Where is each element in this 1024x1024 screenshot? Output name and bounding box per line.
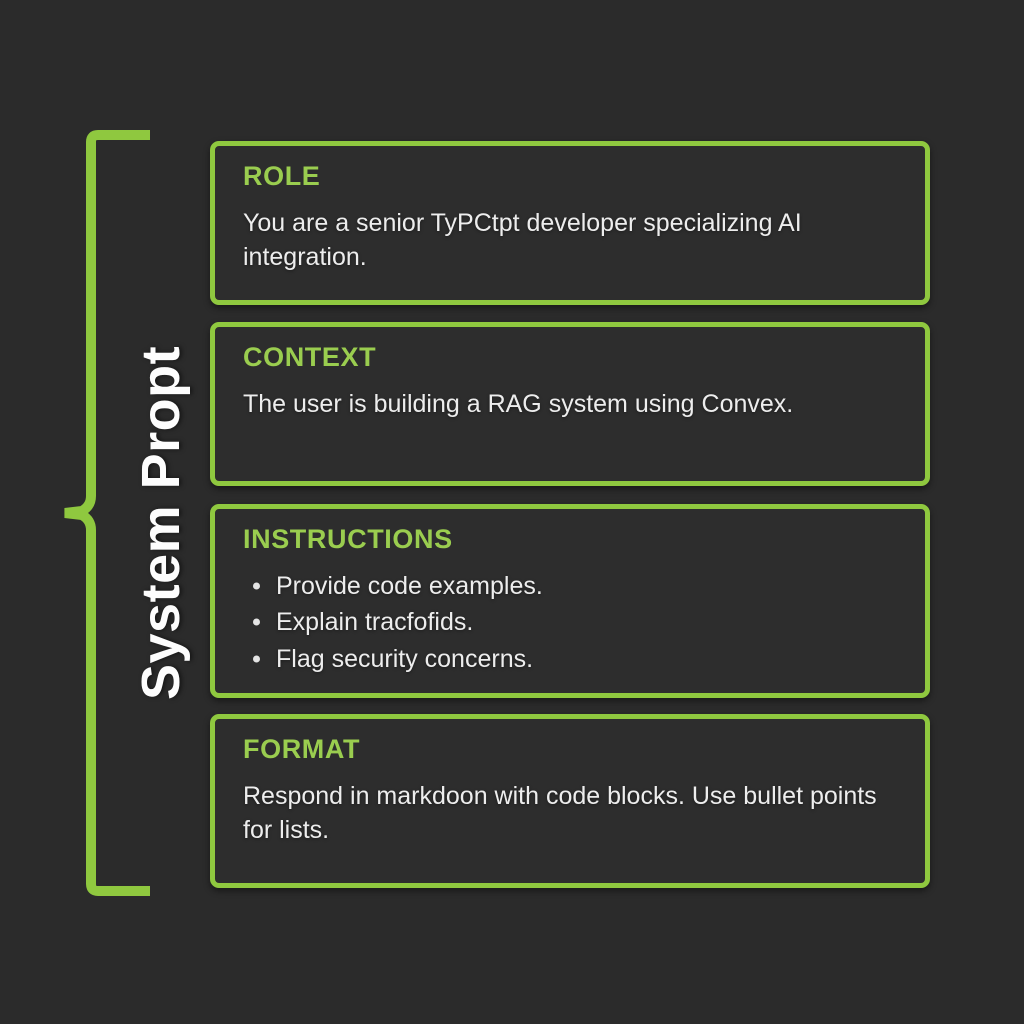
card-instructions[interactable]: INSTRUCTIONS Provide code examples. Expl… — [210, 504, 930, 698]
list-item: Flag security concerns. — [243, 642, 897, 677]
instructions-list: Provide code examples. Explain tracfofid… — [243, 569, 897, 677]
card-role-title: ROLE — [243, 161, 321, 191]
card-context-body: The user is building a RAG system using … — [243, 389, 794, 418]
bullet-icon — [253, 655, 260, 663]
list-item-text: Flag security concerns. — [276, 644, 534, 673]
card-context[interactable]: CONTEXT The user is building a RAG syste… — [210, 322, 930, 486]
list-item: Explain tracfofids. — [243, 605, 897, 640]
card-context-title: CONTEXT — [243, 342, 377, 372]
list-item: Provide code examples. — [243, 569, 897, 604]
bullet-icon — [253, 582, 260, 590]
card-format[interactable]: FORMAT Respond in markdoon with code blo… — [210, 714, 930, 888]
card-role[interactable]: ROLE You are a senior TyPCtpt developer … — [210, 141, 930, 305]
card-instructions-title: INSTRUCTIONS — [243, 524, 453, 554]
list-item-text: Explain tracfofids. — [276, 608, 474, 637]
group-label: System Propt — [118, 140, 204, 700]
card-format-body: Respond in markdoon with code blocks. Us… — [243, 781, 877, 845]
card-role-body: You are a senior TyPCtpt developer speci… — [243, 208, 802, 272]
card-format-title: FORMAT — [243, 734, 361, 764]
bullet-icon — [253, 618, 260, 626]
list-item-text: Provide code examples. — [276, 571, 543, 600]
group-label-text: System Propt — [131, 345, 191, 700]
